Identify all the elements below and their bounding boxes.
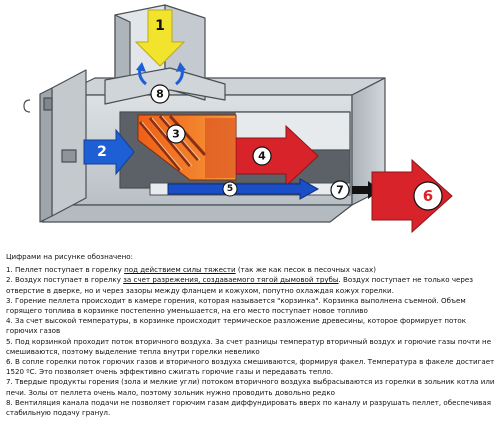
marker-8-badge <box>150 84 170 104</box>
legend: Цифрами на рисунке обозначено: 1. Пеллет… <box>6 252 496 418</box>
legend-item-1-link[interactable]: под действием силы тяжести <box>124 265 236 275</box>
legend-item-2-tail: . Воздух поступает не только через отвер… <box>6 275 474 295</box>
marker-8: 8 <box>156 88 164 101</box>
legend-item-4: 4. За счет высокой температуры, в корзин… <box>6 316 467 336</box>
flame-output-arrow <box>371 158 453 234</box>
burner-diagram: 1 8 2 3 4 5 7 6 <box>23 4 453 234</box>
legend-item-1-text: 1. Пеллет поступает в горелку <box>6 265 125 275</box>
marker-4-badge <box>252 146 272 166</box>
legend-item-6: 6. В сопле горелки поток горючих газов и… <box>6 357 495 377</box>
legend-item-1: 1. Пеллет поступает в горелку под действ… <box>6 265 496 275</box>
door-flange <box>23 69 87 223</box>
marker-5-badge <box>222 181 238 197</box>
marker-4: 4 <box>258 150 266 163</box>
marker-6-badge <box>413 181 443 211</box>
marker-6: 6 <box>423 187 433 205</box>
legend-item-2-link[interactable]: за счет разрежения, создаваемого тягой д… <box>123 275 339 285</box>
vent-arrow-right-head <box>176 62 186 72</box>
marker-1: 1 <box>155 18 165 34</box>
vent-arrow-left-head <box>136 62 146 72</box>
marker-3: 3 <box>172 128 180 141</box>
marker-7-badge <box>330 180 350 200</box>
legend-item-1-tail: (так же как песок в песочных часах) <box>235 265 376 275</box>
marker-3-badge <box>166 124 186 144</box>
legend-item-3: 3. Горение пеллета происходит в камере г… <box>6 295 466 316</box>
legend-item-8: 8. Вентиляция канала подачи не позволяет… <box>6 397 491 418</box>
legend-item-5: 5. Под корзинкой проходит поток вторично… <box>6 336 492 356</box>
air-intake-arrow <box>83 128 135 176</box>
marker-5: 5 <box>227 184 233 194</box>
legend-item-2-text: 2. Воздух поступает в горелку <box>6 275 124 285</box>
gas-flow-arrow <box>235 124 319 188</box>
legend-heading: Цифрами на рисунке обозначено: <box>6 252 133 261</box>
marker-7: 7 <box>336 184 344 197</box>
legend-item-7: 7. Твердые продукты горения (зола и мелк… <box>6 377 495 397</box>
legend-item-2: 2. Воздух поступает в горелку за счет ра… <box>6 275 496 295</box>
pellet-feed-arrow <box>134 9 186 67</box>
secondary-air-arrow <box>167 178 320 200</box>
marker-2: 2 <box>97 144 107 160</box>
